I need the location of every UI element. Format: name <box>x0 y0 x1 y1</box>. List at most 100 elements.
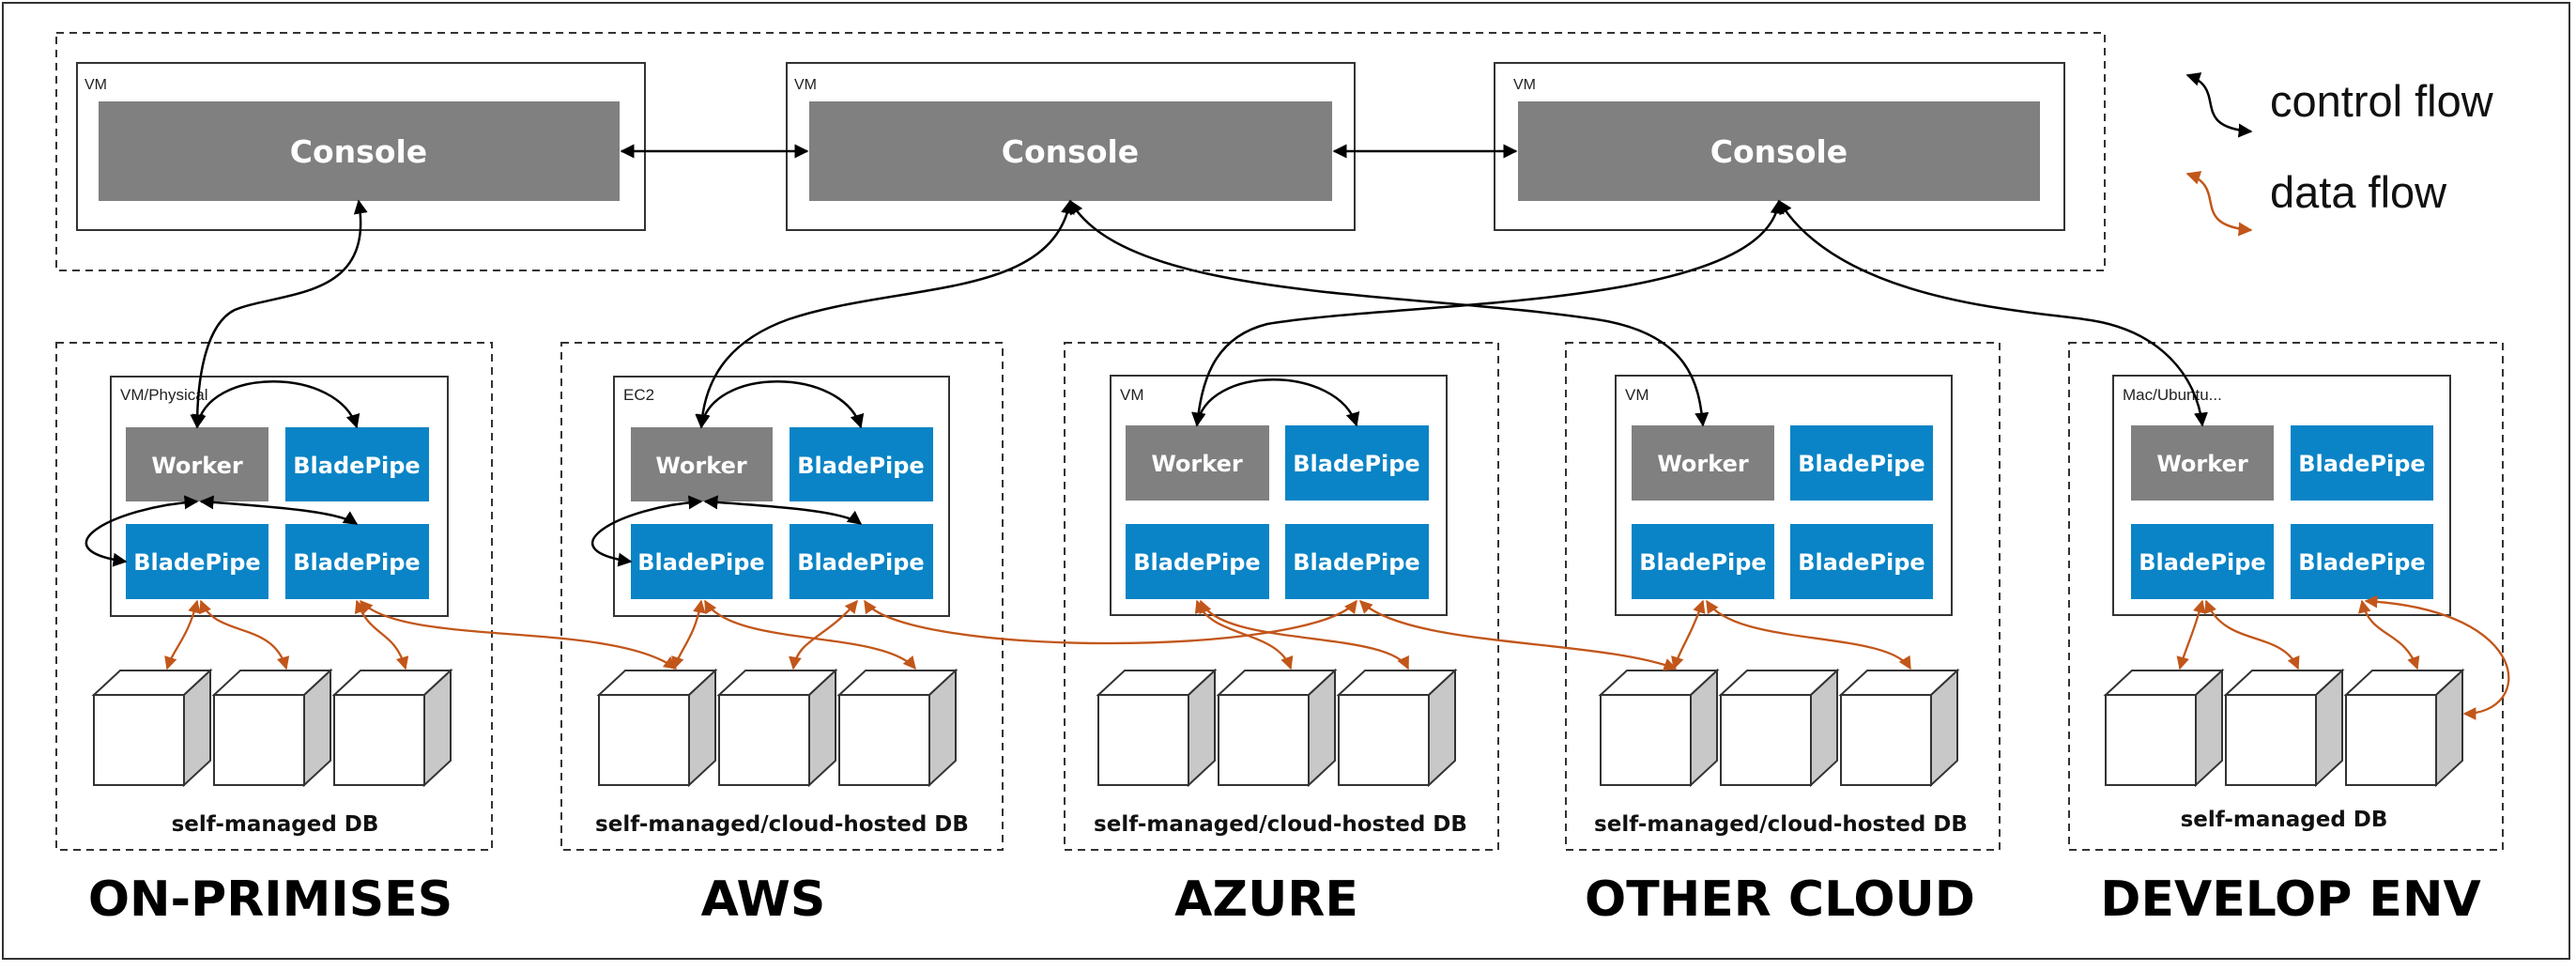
db-cube <box>1216 668 1338 788</box>
worker-box[interactable] <box>631 427 773 501</box>
db-cube <box>2223 668 2345 788</box>
host-label: VM/Physical <box>120 386 208 404</box>
bladepipe-box[interactable] <box>285 427 429 501</box>
bladepipe-box[interactable] <box>1285 425 1429 501</box>
console-vm-1: VM Console <box>76 62 646 231</box>
console-label: Console <box>1002 133 1139 170</box>
env-title: AZURE <box>1174 871 1358 928</box>
legend-data-flow: data flow <box>2270 167 2447 217</box>
console-label: Console <box>1710 133 1848 170</box>
db-label: self-managed/cloud-hosted DB <box>1094 812 1467 837</box>
control-flows <box>190 199 2208 429</box>
env-title: OTHER CLOUD <box>1585 871 1975 928</box>
bladepipe-box[interactable] <box>1285 524 1429 599</box>
bladepipe-box[interactable] <box>2291 524 2433 599</box>
db-cube <box>716 668 838 788</box>
bladepipe-label: BladePipe <box>2298 451 2425 477</box>
data-link <box>360 599 678 670</box>
data-link <box>1671 599 1706 670</box>
env-aws: EC2 Worker BladePipe BladePipe BladePipe… <box>560 342 1004 851</box>
db-cube <box>331 668 453 788</box>
data-link <box>789 599 858 670</box>
data-link <box>164 599 201 670</box>
bladepipe-label: BladePipe <box>2139 549 2265 576</box>
bladepipe-box[interactable] <box>1790 425 1933 501</box>
bladepipe-box[interactable] <box>790 524 933 599</box>
console-host-label: VM <box>1513 77 1536 93</box>
db-cube <box>1838 668 1960 788</box>
bladepipe-box[interactable] <box>1126 524 1269 599</box>
control-flow-icon <box>2185 72 2253 138</box>
bladepipe-label: BladePipe <box>1639 549 1766 576</box>
bladepipe-label: BladePipe <box>1798 451 1924 477</box>
db-cube <box>596 668 718 788</box>
bladepipe-box[interactable] <box>2131 524 2274 599</box>
worker-label: Worker <box>1657 451 1749 477</box>
worker-label: Worker <box>151 453 243 479</box>
data-link <box>199 599 290 670</box>
console-label: Console <box>290 133 427 170</box>
worker-box[interactable] <box>1126 425 1269 501</box>
console-vm-2: VM Console <box>786 62 1356 231</box>
bladepipe-label: BladePipe <box>1293 451 1419 477</box>
worker-label: Worker <box>2156 451 2248 477</box>
db-label: self-managed/cloud-hosted DB <box>1594 812 1968 837</box>
control-link <box>1191 199 1785 427</box>
data-link <box>2204 599 2300 670</box>
db-cube <box>91 668 213 788</box>
console-box[interactable] <box>809 101 1332 201</box>
control-link <box>703 495 863 526</box>
data-link <box>1359 600 1678 671</box>
worker-label: Worker <box>1151 451 1243 477</box>
worker-label: Worker <box>655 453 747 479</box>
bladepipe-box[interactable] <box>285 524 429 599</box>
db-cube <box>2103 668 2225 788</box>
env-on-primises: VM/Physical Worker BladePipe BladePipe B… <box>55 342 493 851</box>
control-link <box>695 199 1075 429</box>
db-label: self-managed DB <box>2181 808 2388 832</box>
data-link <box>671 599 706 670</box>
db-cube <box>1718 668 1840 788</box>
data-link <box>2364 594 2510 720</box>
console-box[interactable] <box>99 101 620 201</box>
db-cube <box>211 668 333 788</box>
data-flows <box>164 594 2510 720</box>
bladepipe-label: BladePipe <box>1293 549 1419 576</box>
control-link <box>84 495 199 567</box>
legend-control-flow: control flow <box>2270 76 2494 126</box>
env-title: AWS <box>701 871 826 928</box>
control-link <box>199 495 359 526</box>
db-cube <box>1336 668 1458 788</box>
control-link <box>591 495 703 567</box>
bladepipe-label: BladePipe <box>797 453 924 479</box>
db-label: self-managed/cloud-hosted DB <box>595 812 969 837</box>
env-develop-env: Mac/Ubuntu... Worker BladePipe BladePipe… <box>2068 342 2504 851</box>
data-flow-icon <box>2185 171 2253 237</box>
data-link <box>1706 599 1911 670</box>
bladepipe-label: BladePipe <box>637 549 764 576</box>
bladepipe-label: BladePipe <box>797 549 924 576</box>
env-other-cloud: VM Worker BladePipe BladePipe BladePipe … <box>1565 342 2001 851</box>
db-cube <box>1096 668 1218 788</box>
env-title: ON-PRIMISES <box>88 871 452 928</box>
data-link <box>2176 599 2206 670</box>
bladepipe-box[interactable] <box>1790 524 1933 599</box>
db-cube <box>2343 668 2465 788</box>
env-title: DEVELOP ENV <box>2100 871 2480 928</box>
worker-box[interactable] <box>1632 425 1774 501</box>
host-label: EC2 <box>623 386 654 404</box>
bladepipe-box[interactable] <box>790 427 933 501</box>
control-link <box>1777 199 2208 427</box>
worker-box[interactable] <box>126 427 268 501</box>
bladepipe-label: BladePipe <box>293 549 420 576</box>
console-host-label: VM <box>84 77 107 93</box>
worker-box[interactable] <box>2131 425 2274 501</box>
bladepipe-label: BladePipe <box>1798 549 1924 576</box>
console-box[interactable] <box>1518 101 2040 201</box>
bladepipe-box[interactable] <box>1632 524 1774 599</box>
bladepipe-label: BladePipe <box>2298 549 2425 576</box>
console-host-label: VM <box>794 77 817 93</box>
bladepipe-box[interactable] <box>2291 425 2433 501</box>
host-label: VM <box>1120 386 1144 404</box>
